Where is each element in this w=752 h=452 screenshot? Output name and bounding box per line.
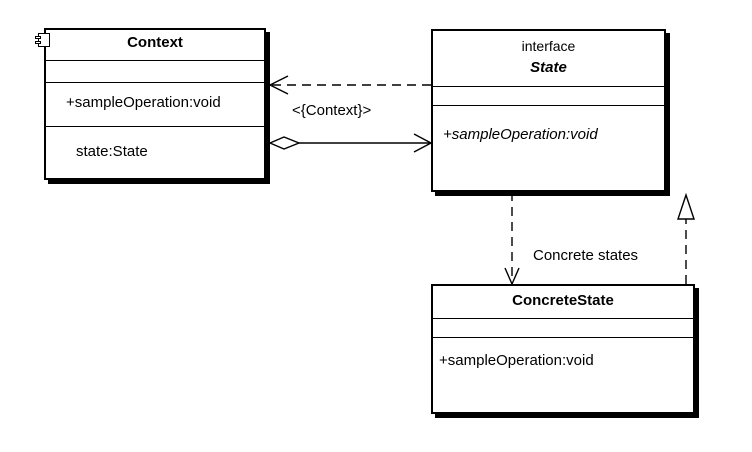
realization-label: Concrete states bbox=[533, 247, 639, 264]
context-divider-2 bbox=[46, 82, 264, 83]
concrete-state-name: ConcreteState bbox=[512, 292, 614, 309]
class-icon bbox=[35, 33, 50, 47]
realization-connector bbox=[677, 192, 695, 284]
aggregation-connector bbox=[268, 133, 433, 153]
state-stereotype: interface bbox=[521, 38, 576, 54]
context-class-box: Context +sampleOperation:void state:Stat… bbox=[44, 28, 266, 180]
context-attribute: state:State bbox=[76, 143, 148, 160]
dependency-label: <{Context}> bbox=[292, 102, 372, 119]
state-to-concrete-connector bbox=[504, 192, 520, 286]
concrete-operation: +sampleOperation:void bbox=[439, 352, 594, 369]
state-interface-box: interface State +sampleOperation:void bbox=[431, 29, 666, 192]
state-divider-1 bbox=[433, 86, 664, 87]
context-class-name: Context bbox=[127, 34, 183, 51]
concrete-divider-1 bbox=[433, 318, 693, 319]
context-divider-1 bbox=[46, 60, 264, 61]
concrete-state-box: ConcreteState +sampleOperation:void bbox=[431, 284, 695, 414]
state-divider-2 bbox=[433, 105, 664, 106]
state-interface-name: State bbox=[530, 59, 567, 76]
dependency-connector bbox=[268, 75, 431, 95]
context-divider-3 bbox=[46, 126, 264, 127]
concrete-divider-2 bbox=[433, 337, 693, 338]
context-operation: +sampleOperation:void bbox=[66, 94, 221, 111]
state-operation: +sampleOperation:void bbox=[443, 126, 598, 143]
